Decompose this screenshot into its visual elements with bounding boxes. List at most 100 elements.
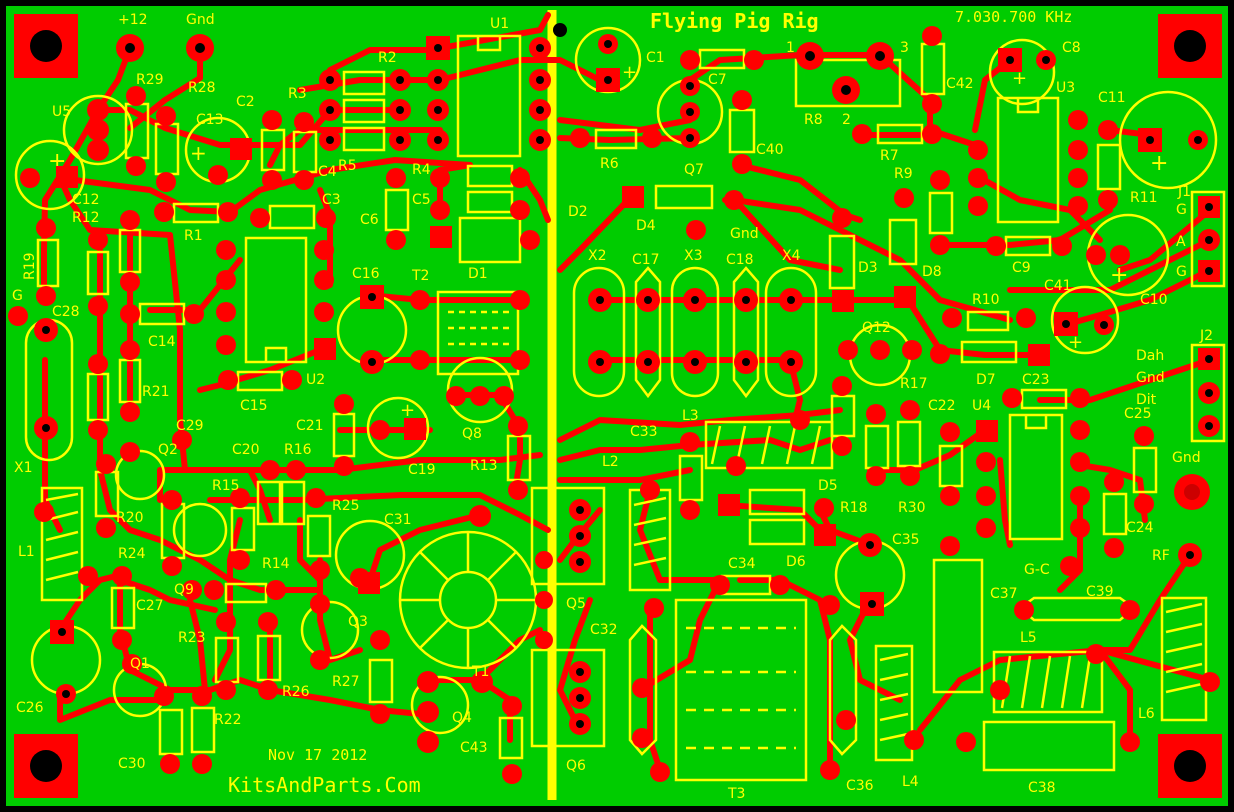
ref-r12: R12: [72, 210, 100, 226]
ref-r11: R11: [1130, 190, 1158, 206]
ref-d4: D4: [636, 218, 656, 234]
ref-q1: Q1: [130, 656, 150, 672]
ref-c29: C29: [176, 418, 204, 434]
ref-c21: C21: [296, 418, 324, 434]
svg-text:+: +: [400, 400, 415, 421]
ref-c3: C3: [322, 192, 341, 208]
svg-text:+: +: [622, 62, 637, 83]
ref-r21: R21: [142, 384, 170, 400]
ref-x4: X4: [782, 248, 801, 264]
ref-c33: C33: [630, 424, 658, 440]
ref-r28: R28: [188, 80, 216, 96]
ref-x3: X3: [684, 248, 703, 264]
svg-text:+: +: [1110, 263, 1128, 288]
ref-c14: C14: [148, 334, 176, 350]
ref-c9: C9: [1012, 260, 1031, 276]
label-j2: J2: [1199, 328, 1213, 344]
ref-d2: D2: [568, 204, 588, 220]
ref-r25: R25: [332, 498, 360, 514]
ref-c27: C27: [136, 598, 164, 614]
ref-c12: C12: [72, 192, 100, 208]
ref-l3: L3: [682, 408, 699, 424]
ref-c18: C18: [726, 252, 754, 268]
ref-l4: L4: [902, 774, 919, 790]
ref-c2: C2: [236, 94, 255, 110]
ref-c11: C11: [1098, 90, 1126, 106]
ref-c5: C5: [412, 192, 431, 208]
j1-pin-g-top: G: [1176, 202, 1187, 218]
ref-q2: Q2: [158, 442, 178, 458]
ref-r9: R9: [894, 166, 913, 182]
ref-u4: U4: [972, 398, 991, 414]
ref-r26: R26: [282, 684, 310, 700]
ref-d5: D5: [818, 478, 838, 494]
ref-x1: X1: [14, 460, 33, 476]
ref-c43: C43: [460, 740, 488, 756]
ref-r13: R13: [470, 458, 498, 474]
ref-r6: R6: [600, 156, 619, 172]
component-pads: [8, 26, 1220, 784]
revision-date: Nov 17 2012: [268, 746, 367, 764]
label-g-c: G-C: [1024, 562, 1050, 578]
ref-r29: R29: [136, 72, 164, 88]
ref-l5: L5: [1020, 630, 1037, 646]
ref-r19: R19: [22, 252, 38, 280]
ref-c4: C4: [318, 164, 337, 180]
ref-c30: C30: [118, 756, 146, 772]
ref-c24: C24: [1126, 520, 1154, 536]
silkscreen-outlines: + + + + + + + +: [14, 26, 1226, 782]
board-title: Flying Pig Rig: [650, 9, 819, 33]
ref-c28: C28: [52, 304, 80, 320]
ref-l2: L2: [602, 454, 619, 470]
ref-r30: R30: [898, 500, 926, 516]
ref-r2: R2: [378, 50, 397, 66]
ref-q12: Q12: [862, 320, 891, 336]
ref-q6: Q6: [566, 758, 586, 774]
ref-c34: C34: [728, 556, 756, 572]
label-plus12: +12: [118, 12, 148, 28]
label-rf: RF: [1152, 548, 1170, 564]
label-g-left: G: [12, 288, 23, 304]
j1-pin-a: A: [1176, 234, 1186, 250]
j2-pin-dah: Dah: [1136, 348, 1164, 364]
ref-u3: U3: [1056, 80, 1075, 96]
j2-pin-gnd: Gnd: [1136, 370, 1165, 386]
ref-c41: C41: [1044, 278, 1072, 294]
j2-pin-dit: Dit: [1136, 392, 1157, 408]
ref-q5: Q5: [566, 596, 586, 612]
ref-q8: Q8: [462, 426, 482, 442]
label-j1: J1: [1177, 184, 1191, 200]
ref-r8: R8: [804, 112, 823, 128]
ref-r27: R27: [332, 674, 360, 690]
frequency-label: 7.030.700 KHz: [955, 8, 1072, 26]
ref-c7: C7: [708, 72, 727, 88]
ref-r20: R20: [116, 510, 144, 526]
ref-c16: C16: [352, 266, 380, 282]
ref-r4: R4: [412, 162, 431, 178]
ref-u2: U2: [306, 372, 325, 388]
ref-c35: C35: [892, 532, 920, 548]
ref-c15: C15: [240, 398, 268, 414]
ref-r1: R1: [184, 228, 203, 244]
ref-c37: C37: [990, 586, 1018, 602]
j1-pin-g-bottom: G: [1176, 264, 1187, 280]
ref-c25: C25: [1124, 406, 1152, 422]
ref-c32: C32: [590, 622, 618, 638]
ref-d1: D1: [468, 266, 488, 282]
ref-c19: C19: [408, 462, 436, 478]
ref-r5: R5: [338, 158, 357, 174]
ref-q3: Q3: [348, 614, 368, 630]
ref-x2: X2: [588, 248, 607, 264]
ref-t1: T1: [471, 664, 489, 680]
ref-u5: U5: [52, 104, 71, 120]
website-label: KitsAndParts.Com: [228, 773, 421, 797]
ref-d7: D7: [976, 372, 996, 388]
ref-c36: C36: [846, 778, 874, 794]
ref-r7: R7: [880, 148, 899, 164]
ref-r17: R17: [900, 376, 928, 392]
ref-c40: C40: [756, 142, 784, 158]
ref-u1: U1: [490, 16, 509, 32]
ref-q9: Q9: [174, 582, 194, 598]
svg-text:+: +: [1150, 151, 1168, 176]
ref-r22: R22: [214, 712, 242, 728]
